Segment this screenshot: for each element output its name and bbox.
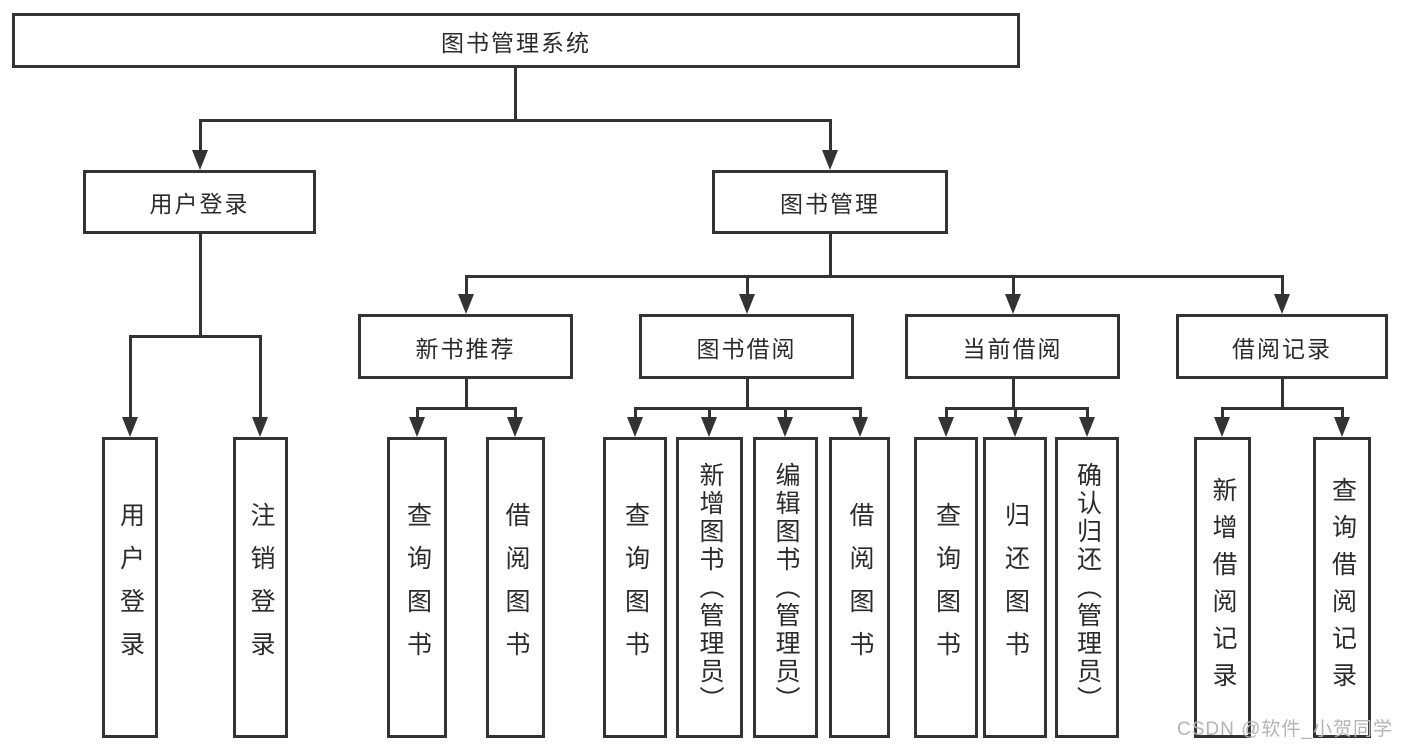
leaf-query-books-current: 查询图书	[914, 437, 978, 738]
connector-line	[259, 335, 262, 419]
connector-line	[465, 275, 468, 296]
connector-line	[634, 407, 637, 419]
leaf-label: 查询借阅记录	[1328, 476, 1357, 699]
arrow-down-icon	[122, 417, 138, 437]
connector-line	[465, 379, 468, 407]
connector-line	[746, 379, 749, 407]
leaf-label: 归还图书	[1001, 501, 1030, 674]
arrow-down-icon	[1005, 294, 1021, 314]
arrow-down-icon	[1214, 417, 1230, 437]
connector-line	[859, 407, 862, 419]
leaf-confirm-return-admin: 确认归还（管理员）	[1055, 437, 1119, 738]
connector-line	[514, 68, 517, 119]
connector-line	[1012, 379, 1015, 407]
connector-line	[1221, 407, 1344, 410]
leaf-label: 新增借阅记录	[1209, 476, 1237, 699]
node-label: 借阅记录	[1232, 335, 1332, 362]
node-label: 新书推荐	[415, 335, 516, 362]
leaf-label: 用户登录	[116, 501, 145, 674]
leaf-label: 借阅图书	[846, 501, 874, 674]
connector-line	[199, 234, 202, 335]
connector-line	[199, 119, 831, 122]
connector-line	[1281, 275, 1284, 296]
connector-line	[945, 407, 1089, 410]
node-label: 当前借阅	[962, 335, 1063, 362]
leaf-borrow-books: 借阅图书	[829, 437, 890, 738]
arrow-down-icon	[1334, 417, 1350, 437]
leaf-return-book: 归还图书	[983, 437, 1047, 738]
leaf-label: 查询图书	[403, 501, 432, 674]
leaf-label: 编辑图书（管理员）	[772, 461, 800, 714]
connector-line	[129, 335, 132, 419]
connector-line	[416, 407, 419, 419]
node-book-borrow: 图书借阅	[639, 314, 854, 379]
connector-line	[1281, 379, 1284, 407]
arrow-down-icon	[822, 150, 838, 170]
node-book-management: 图书管理	[712, 170, 948, 234]
connector-line	[1014, 407, 1017, 419]
arrow-down-icon	[701, 417, 717, 437]
connector-line	[1086, 407, 1089, 419]
connector-line	[829, 119, 832, 152]
connector-line	[784, 407, 787, 419]
connector-line	[465, 275, 1284, 278]
leaf-label: 确认归还（管理员）	[1073, 461, 1102, 714]
arrow-down-icon	[192, 150, 208, 170]
arrow-down-icon	[627, 417, 643, 437]
leaf-label: 查询图书	[932, 501, 961, 674]
arrow-down-icon	[938, 417, 954, 437]
connector-line	[416, 407, 517, 410]
connector-line	[1012, 275, 1015, 296]
arrow-down-icon	[852, 417, 868, 437]
watermark-text: CSDN @软件_小贺同学	[1177, 719, 1393, 740]
leaf-label: 新增图书（管理员）	[696, 461, 724, 714]
leaf-label: 借阅图书	[502, 501, 530, 674]
leaf-query-books-borrow: 查询图书	[603, 437, 667, 738]
leaf-query-books-recommend: 查询图书	[387, 437, 447, 738]
arrow-down-icon	[1079, 417, 1095, 437]
node-label: 用户登录	[149, 191, 250, 217]
node-library-management-system: 图书管理系统	[12, 13, 1020, 68]
arrow-down-icon	[1007, 417, 1023, 437]
leaf-user-login: 用户登录	[102, 437, 158, 738]
leaf-edit-book-admin: 编辑图书（管理员）	[753, 437, 818, 738]
arrow-down-icon	[507, 417, 523, 437]
connector-line	[514, 407, 517, 419]
connector-line	[129, 335, 262, 338]
connector-line	[829, 234, 832, 275]
arrow-down-icon	[739, 294, 755, 314]
connector-line	[1221, 407, 1224, 419]
node-user-login: 用户登录	[83, 170, 316, 234]
leaf-borrow-books-recommend: 借阅图书	[486, 437, 545, 738]
arrow-down-icon	[252, 417, 268, 437]
node-label: 图书管理	[780, 191, 880, 217]
leaf-add-book-admin: 新增图书（管理员）	[676, 437, 743, 738]
arrow-down-icon	[409, 417, 425, 437]
leaf-label: 注销登录	[247, 501, 275, 674]
node-borrow-records: 借阅记录	[1176, 314, 1388, 379]
connector-line	[945, 407, 948, 419]
leaf-query-borrow-record: 查询借阅记录	[1313, 437, 1371, 738]
leaf-add-borrow-record: 新增借阅记录	[1194, 437, 1251, 738]
leaf-logout: 注销登录	[233, 437, 288, 738]
connector-line	[746, 275, 749, 296]
arrow-down-icon	[458, 294, 474, 314]
connector-line	[1341, 407, 1344, 419]
leaf-label: 查询图书	[621, 501, 650, 674]
arrow-down-icon	[1274, 294, 1290, 314]
connector-line	[708, 407, 711, 419]
node-label: 图书管理系统	[441, 29, 591, 56]
node-new-book-recommend: 新书推荐	[358, 314, 573, 379]
node-current-borrow: 当前借阅	[905, 314, 1120, 379]
connector-line	[199, 119, 202, 152]
connector-line	[634, 407, 862, 410]
node-label: 图书借阅	[696, 335, 797, 362]
arrow-down-icon	[777, 417, 793, 437]
